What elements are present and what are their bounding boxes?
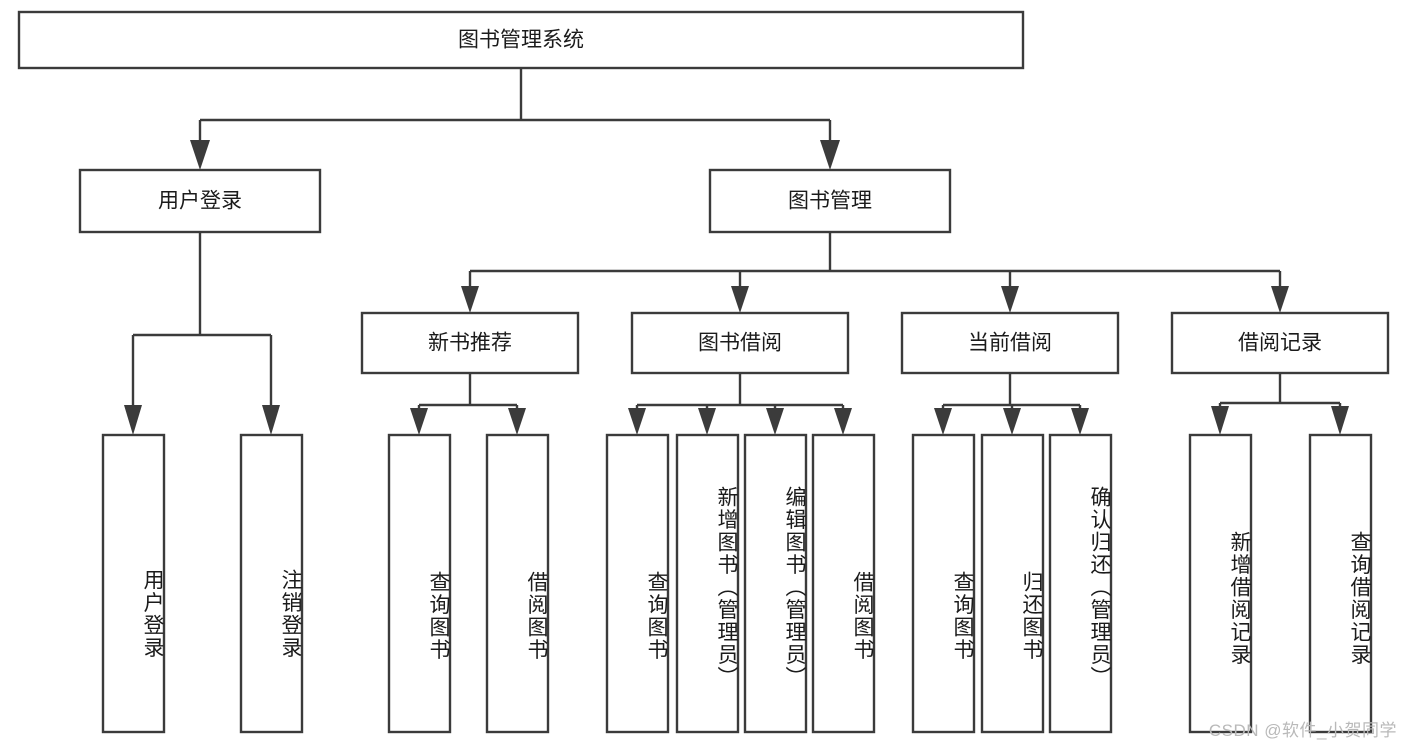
leaf-add-record-box[interactable]	[1188, 433, 1253, 734]
arrow-head-leaf-edit-book	[766, 408, 784, 435]
node-borrow-record-label: 借阅记录	[1238, 332, 1322, 355]
node-borrow-record[interactable]: 借阅记录	[1170, 311, 1390, 375]
arrow-head-leaf-add-record	[1211, 406, 1229, 435]
node-user-login-label: 用户登录	[158, 190, 242, 213]
node-user-login[interactable]: 用户登录	[78, 168, 322, 234]
leaf-return-book-box[interactable]	[980, 433, 1045, 734]
node-user-login-box[interactable]	[78, 168, 322, 234]
arrow-head-current-borrow	[1001, 286, 1019, 313]
node-book-borrow[interactable]: 图书借阅	[630, 311, 850, 375]
arrow-head-leaf-user-logout	[262, 405, 280, 435]
node-book-borrow-box[interactable]	[630, 311, 850, 375]
node-current-borrow-box[interactable]	[900, 311, 1120, 375]
arrow-head-leaf-borrow-book-2	[834, 408, 852, 435]
leaf-borrow-book-2-box[interactable]	[811, 433, 876, 734]
node-current-borrow-label: 当前借阅	[968, 332, 1052, 355]
leaf-borrow-book-1-box[interactable]	[485, 433, 550, 734]
node-borrow-record-box[interactable]	[1170, 311, 1390, 375]
node-new-book-recommend-label: 新书推荐	[428, 332, 512, 355]
leaf-add-book-box[interactable]	[675, 433, 740, 734]
watermark-text: CSDN @软件_小贺同学	[1208, 721, 1397, 740]
node-book-manage[interactable]: 图书管理	[708, 168, 952, 234]
arrow-head-borrow-record	[1271, 286, 1289, 313]
arrow-head-new-book-recommend	[461, 286, 479, 313]
node-current-borrow[interactable]: 当前借阅	[900, 311, 1120, 375]
arrow-head-book-borrow	[731, 286, 749, 313]
node-new-book-recommend[interactable]: 新书推荐	[360, 311, 580, 375]
arrow-head-leaf-user-login	[124, 405, 142, 435]
arrow-head-leaf-query-book-1	[410, 408, 428, 435]
node-root-box[interactable]	[17, 10, 1025, 70]
leaf-user-login-box[interactable]	[101, 433, 166, 734]
arrow-head-leaf-confirm-return	[1071, 408, 1089, 435]
arrow-head-leaf-query-book-2	[628, 408, 646, 435]
leaf-edit-book-box[interactable]	[743, 433, 808, 734]
node-root-label: 图书管理系统	[458, 29, 584, 52]
leaf-confirm-return-box[interactable]	[1048, 433, 1113, 734]
leaf-query-book-1-box[interactable]	[387, 433, 452, 734]
leaf-query-record-box[interactable]	[1308, 433, 1373, 734]
arrow-head-leaf-borrow-book-1	[508, 408, 526, 435]
connector-layer	[124, 68, 1349, 435]
arrow-head-leaf-add-book	[698, 408, 716, 435]
arrow-head-book-manage	[820, 140, 840, 170]
node-new-book-recommend-box[interactable]	[360, 311, 580, 375]
arrow-head-leaf-query-record	[1331, 406, 1349, 435]
arrow-head-leaf-query-book-3	[934, 408, 952, 435]
leaf-query-book-2-box[interactable]	[605, 433, 670, 734]
leaf-user-logout-box[interactable]	[239, 433, 304, 734]
arrow-head-leaf-return-book	[1003, 408, 1021, 435]
node-book-borrow-label: 图书借阅	[698, 332, 782, 355]
node-root[interactable]: 图书管理系统	[17, 10, 1025, 70]
node-book-manage-box[interactable]	[708, 168, 952, 234]
node-book-manage-label: 图书管理	[788, 190, 872, 213]
arrow-head-user-login	[190, 140, 210, 170]
leaf-query-book-3-box[interactable]	[911, 433, 976, 734]
leaf-box-layer	[101, 433, 1373, 734]
